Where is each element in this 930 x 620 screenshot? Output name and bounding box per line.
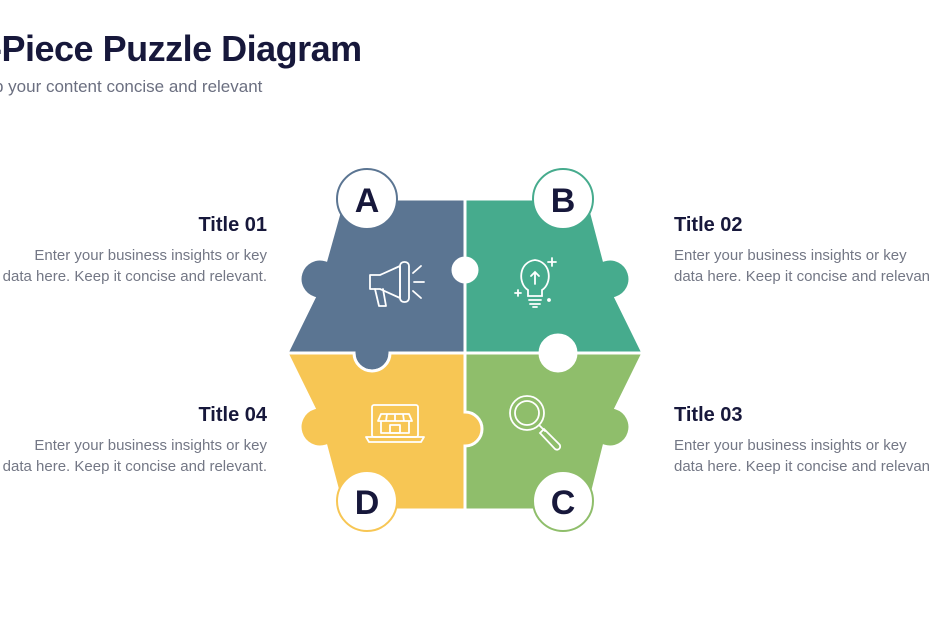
lightbulb-icon (514, 257, 557, 308)
title-03: Title 03 (674, 404, 743, 426)
text-02: Enter your business insights or key data… (674, 247, 930, 285)
badge-c: C (532, 470, 594, 532)
badge-a: A (336, 168, 398, 230)
badge-b-letter: B (551, 182, 576, 220)
megaphone-icon (369, 261, 425, 307)
text-04: Enter your business insights or key data… (2, 437, 267, 475)
title-01: Title 01 (198, 214, 267, 236)
text-01: Enter your business insights or key data… (2, 247, 267, 285)
online-store-icon (365, 404, 425, 443)
title-02: Title 02 (674, 214, 743, 236)
puzzle-piece-d (284, 351, 484, 512)
badge-d-letter: D (355, 484, 380, 522)
badge-a-letter: A (355, 182, 380, 220)
text-03: Enter your business insights or key data… (674, 437, 930, 475)
badge-b: B (532, 168, 594, 230)
puzzle-piece-b (463, 197, 646, 355)
page-title: -Piece Puzzle Diagram (0, 28, 362, 69)
title-04: Title 04 (198, 404, 267, 426)
magnifier-icon (509, 395, 562, 451)
badge-d: D (336, 470, 398, 532)
page-subtitle: p your content concise and relevant (0, 77, 263, 96)
badge-c-letter: C (551, 484, 576, 522)
